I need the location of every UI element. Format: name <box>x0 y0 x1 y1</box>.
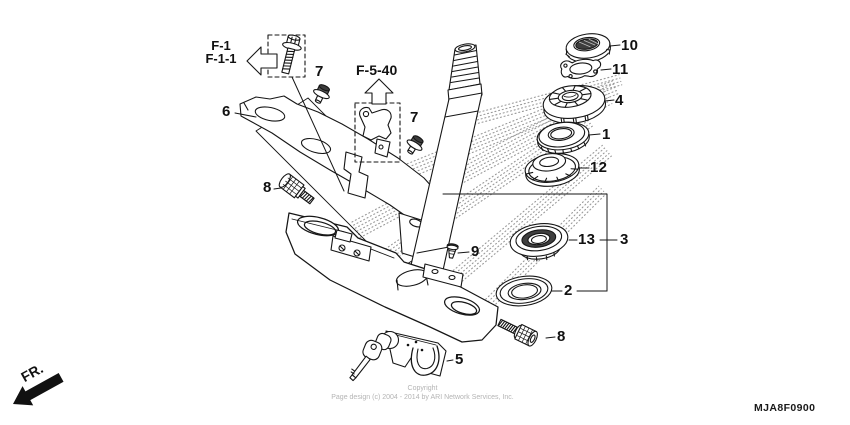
clamp-bracket-f540 <box>359 106 392 158</box>
callout-12[interactable]: 12 <box>590 159 608 176</box>
callout-10[interactable]: 10 <box>621 37 639 54</box>
stem-nut-cap <box>565 33 611 63</box>
leader-lines <box>234 44 621 362</box>
callout-13[interactable]: 13 <box>578 231 596 248</box>
callout-3[interactable]: 3 <box>620 231 629 248</box>
upper-bearing <box>524 153 580 187</box>
ref-link-f1[interactable]: F-1 <box>211 38 231 53</box>
bolt-7-lower <box>406 135 424 155</box>
socket-bolt-8-left <box>278 173 315 205</box>
dust-seal <box>495 275 553 307</box>
ref-link-f5-40[interactable]: F-5-40 <box>356 62 398 78</box>
callout-8-right[interactable]: 8 <box>557 328 566 345</box>
ref-link-f1-1[interactable]: F-1-1 <box>205 51 237 66</box>
ignition-keys <box>349 332 392 382</box>
copyright-notice: Copyright Page design (c) 2004 - 2014 by… <box>295 384 550 402</box>
ref-arrow-up-icon <box>364 78 394 105</box>
callout-6[interactable]: 6 <box>222 103 231 120</box>
group-3-bracket <box>442 193 608 292</box>
copyright-line2: Page design (c) 2004 - 2014 by ARI Netwo… <box>331 394 514 401</box>
screw-9 <box>446 243 459 259</box>
steering-nut <box>542 85 607 125</box>
diagram-code: MJA8F0900 <box>754 402 816 414</box>
socket-bolt-8-right <box>497 318 538 347</box>
lower-bearing <box>509 223 569 262</box>
callout-8-left[interactable]: 8 <box>263 179 272 196</box>
ref-arrow-left-icon <box>246 46 278 76</box>
copyright-line1: Copyright <box>407 385 438 392</box>
flange-bolt-f1 <box>281 34 302 75</box>
seal-washer <box>536 121 590 155</box>
callout-5[interactable]: 5 <box>455 351 464 368</box>
stem-clamp-details <box>330 229 464 291</box>
callout-1[interactable]: 1 <box>602 126 611 143</box>
callout-9[interactable]: 9 <box>471 243 480 260</box>
callout-7-upper[interactable]: 7 <box>315 63 324 80</box>
top-bracket <box>239 95 447 263</box>
callout-2[interactable]: 2 <box>564 282 573 299</box>
callout-7-lower[interactable]: 7 <box>410 109 419 126</box>
ref-link-f1-block: F-1 F-1-1 <box>197 39 245 65</box>
callout-11[interactable]: 11 <box>612 61 629 78</box>
bolt-7-upper <box>313 84 331 104</box>
steering-lock <box>380 330 447 377</box>
lock-washer <box>560 58 602 79</box>
front-direction-arrow-icon <box>13 372 64 406</box>
bottom-bridge <box>285 212 499 343</box>
callout-4[interactable]: 4 <box>615 92 624 109</box>
